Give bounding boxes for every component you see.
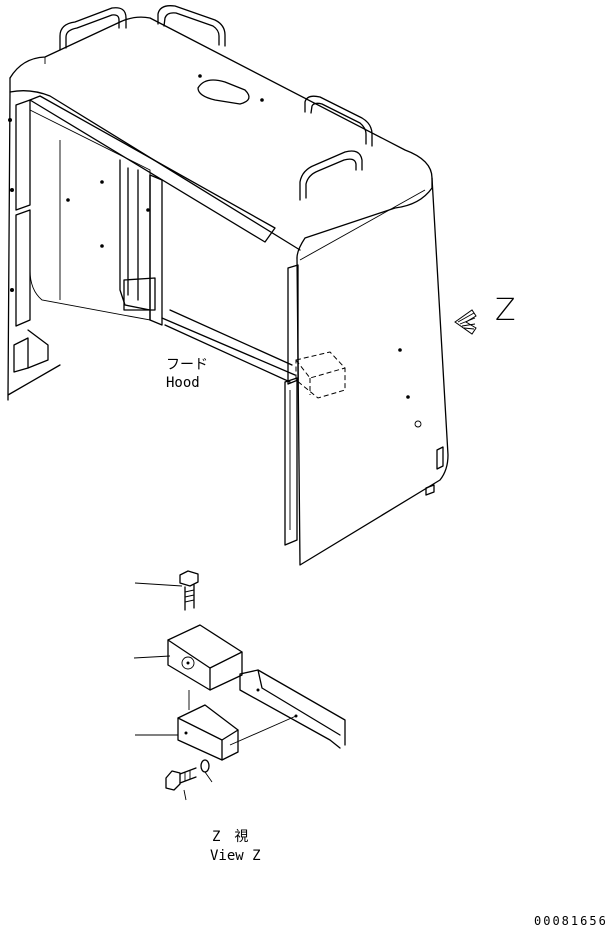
bolt-icon	[165, 767, 197, 791]
top-opening	[197, 79, 250, 105]
channel-rail	[239, 669, 346, 749]
lift-handle	[299, 150, 363, 201]
view-z-detail	[133, 570, 346, 801]
hood-side-panel	[296, 177, 449, 566]
phantom-block	[295, 351, 346, 399]
hood-assembly	[7, 5, 449, 566]
washer-icon	[200, 759, 210, 773]
hood-label-jp: フード	[166, 357, 208, 373]
bottom-rail	[161, 309, 296, 383]
view-z-label-jp: Z 視	[212, 829, 248, 845]
lift-handle	[304, 95, 373, 147]
drawing-number: 00081656	[534, 914, 608, 928]
top-rail	[29, 95, 276, 243]
lift-handle	[157, 5, 226, 47]
mounting-bracket	[177, 704, 239, 761]
bolt-icon	[179, 570, 199, 611]
view-arrow-icon	[454, 309, 477, 335]
view-z-label-en: View Z	[210, 848, 261, 864]
hood-label-en: Hood	[166, 375, 200, 391]
spacer-block	[167, 624, 243, 691]
z-marker-label: Z	[495, 293, 516, 328]
lift-handle	[59, 7, 127, 51]
hood-front-frame	[7, 91, 61, 401]
